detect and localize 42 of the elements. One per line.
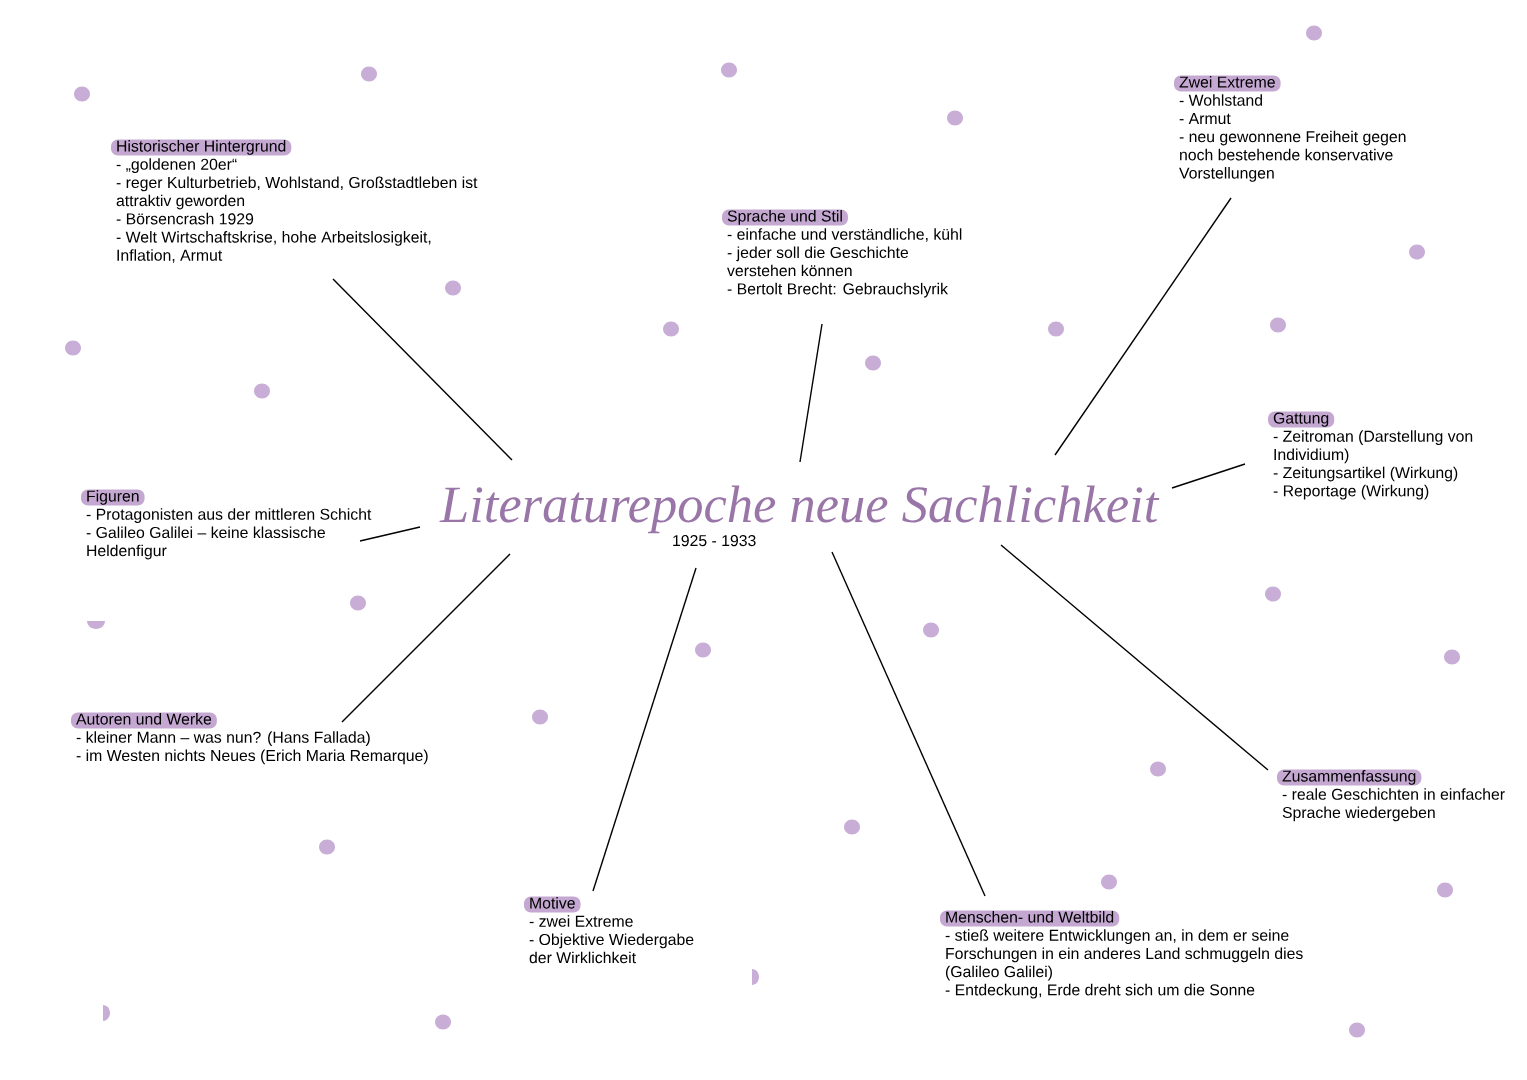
bullet-point: - Armut xyxy=(1179,113,1231,125)
bullet-point: - Zeitroman (Darstellung von Individium) xyxy=(1273,430,1473,464)
highlighted-heading: Zwei Extreme xyxy=(1174,75,1281,92)
bullet-point: - zwei Extreme xyxy=(529,915,633,927)
bullet-point: - neu gewonnene Freiheit gegen noch bestehende konservative Vorstellungen xyxy=(1179,130,1406,182)
bullet-point: - Zeitungsartikel (Wirkung) xyxy=(1273,466,1458,482)
bullet-point: - Objektive Wiedergabe der Wirklichkeit xyxy=(529,933,694,964)
branch-line xyxy=(1171,463,1246,489)
branch-line xyxy=(1054,197,1232,456)
title: Literaturepoche neue Sachlichkeit xyxy=(439,485,1160,534)
branch-line xyxy=(341,553,511,723)
bullet-point: - „goldenen 20er“ xyxy=(116,158,237,173)
bullet-point: - Reportage (Wirkung) xyxy=(1273,484,1429,500)
highlighted-heading: Gattung xyxy=(1268,411,1335,428)
bullet-point: - im Westen nichts Neues (Erich Maria Remarque) xyxy=(76,749,428,765)
branch-line xyxy=(332,278,513,461)
bullet-point: - einfache und verständliche, kühl xyxy=(727,228,962,242)
bullet-point: - Galileo Galilei – keine klassische Heldenfigur xyxy=(86,526,325,560)
highlighted-heading: Menschen- und Weltbild xyxy=(940,910,1120,927)
highlighted-heading: Figuren xyxy=(81,489,145,506)
branch-line xyxy=(592,567,697,892)
highlighted-heading: Historischer Hintergrund xyxy=(111,139,292,156)
bullet-point: - stieß weitere Entwicklungen an, in dem er seine Forschungen in ein anderes Land schmuggeln dies (Galileo Galilei) xyxy=(945,929,1303,981)
bullet-point: - reger Kulturbetrieb, Wohlstand, Großstadtleben ist attraktiv geworden xyxy=(116,176,478,210)
date-range: 1925 - 1933 xyxy=(673,535,756,547)
highlighted-heading: Zusammenfassung xyxy=(1277,769,1422,786)
bullet-point: - reale Geschichten in einfacher Sprache wiedergeben xyxy=(1282,788,1505,822)
bullet-point: - Börsencrash 1929 xyxy=(116,212,254,225)
bullet-point: - Protagonisten aus der mittleren Schicht xyxy=(86,508,372,523)
highlighted-heading: Sprache und Stil xyxy=(722,209,848,226)
branch-line xyxy=(831,551,986,897)
bullet-point: - Bertolt Brecht: Gebrauchslyrik xyxy=(727,282,948,298)
branch-line xyxy=(799,323,823,463)
highlighted-heading: Motive xyxy=(524,896,581,913)
bullet-point: - kleiner Mann – was nun? (Hans Fallada) xyxy=(76,731,370,746)
bullet-point: - Entdeckung, Erde dreht sich um die Sonne xyxy=(945,983,1255,999)
bullet-point: - Wohlstand xyxy=(1179,94,1262,106)
bullet-point: - Welt Wirtschaftskrise, hohe Arbeitslosigkeit, Inflation, Armut xyxy=(116,231,431,263)
branch-line xyxy=(359,526,421,542)
highlighted-heading: Autoren und Werke xyxy=(71,712,217,729)
bullet-point: - jeder soll die Geschichte verstehen können xyxy=(727,246,909,277)
branch-line xyxy=(1000,544,1269,771)
